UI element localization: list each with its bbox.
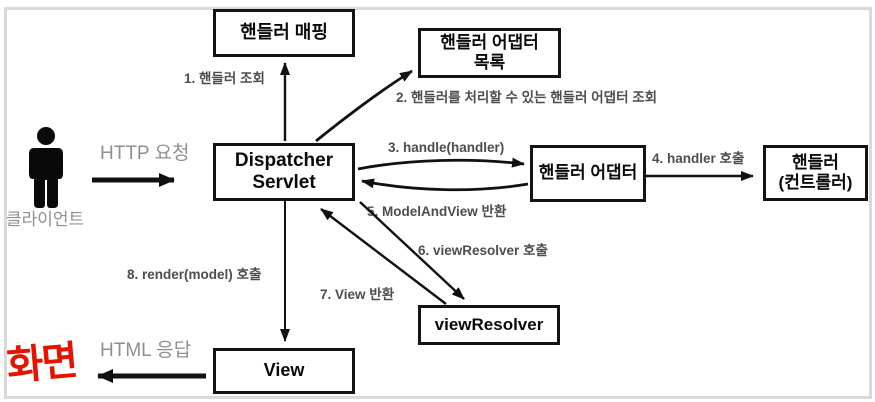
label-step8-render-call: 8. render(model) 호출 [127, 267, 262, 282]
node-handler-adapter-list-line2: 목록 [473, 53, 506, 72]
label-step5-modelandview-return: 5. ModelAndView 반환 [367, 204, 507, 219]
node-view-label: View [263, 360, 305, 381]
label-step2-adapter-lookup: 2. 핸들러를 처리할 수 있는 핸들러 어댑터 조회 [396, 90, 658, 105]
node-dispatcher-line2: Servlet [252, 172, 316, 193]
label-client: 클라이언트 [6, 210, 85, 229]
label-step3-handle: 3. handle(handler) [388, 140, 505, 155]
label-http-request: HTTP 요청 [100, 143, 190, 164]
node-view-resolver: viewResolver [418, 305, 560, 345]
node-dispatcher-line1: Dispatcher [234, 149, 334, 171]
node-handler-controller: 핸들러 (컨트롤러) [763, 145, 868, 201]
label-step4-handler-call: 4. handler 호출 [652, 151, 745, 166]
label-step6-viewresolver-call: 6. viewResolver 호출 [418, 243, 548, 258]
label-html-response: HTML 응답 [100, 340, 192, 361]
node-handler-line2: (컨트롤러) [778, 173, 853, 192]
node-handler-mapping-label: 핸들러 매핑 [240, 22, 328, 43]
node-handler-line1: 핸들러 [792, 152, 839, 172]
label-step7-view-return: 7. View 반환 [320, 287, 395, 302]
node-handler-adapter-list-line1: 핸들러 어댑터 [440, 32, 539, 52]
node-handler-mapping: 핸들러 매핑 [213, 9, 355, 57]
node-handler-adapter-label: 핸들러 어댑터 [538, 163, 638, 183]
node-handler-adapter-list: 핸들러 어댑터 목록 [418, 28, 561, 78]
node-view: View [213, 348, 355, 394]
node-view-resolver-label: viewResolver [434, 314, 544, 334]
label-step1-handler-lookup: 1. 핸들러 조회 [184, 71, 265, 86]
label-screen-handwritten: 화면 [4, 338, 79, 389]
node-handler-adapter: 핸들러 어댑터 [530, 145, 646, 202]
node-dispatcher-servlet: Dispatcher Servlet [213, 143, 355, 201]
